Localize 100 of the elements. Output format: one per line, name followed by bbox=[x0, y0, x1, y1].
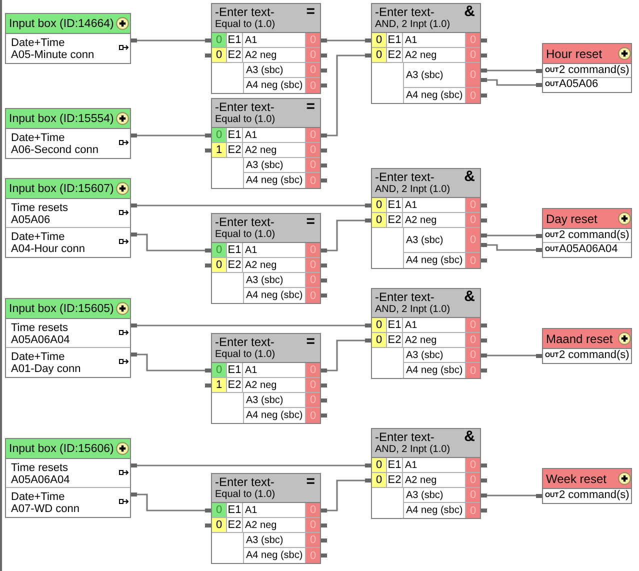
block-title: -Enter text- bbox=[375, 290, 434, 304]
input-block bbox=[5, 108, 131, 159]
output-value: 0 bbox=[466, 63, 480, 87]
output-value: 0 bbox=[306, 518, 320, 532]
output-block bbox=[542, 43, 632, 93]
gate-symbol: & bbox=[464, 169, 475, 185]
pin-row bbox=[212, 503, 320, 518]
output-value: 0 bbox=[306, 173, 320, 188]
block-subtitle: AND, 2 Inpt (1.0) bbox=[375, 184, 450, 196]
function-block bbox=[211, 473, 321, 564]
input-block bbox=[5, 438, 131, 518]
pin-name: Date+Time bbox=[11, 491, 65, 503]
output-value: 0 bbox=[466, 213, 480, 227]
pin-name: Date+Time bbox=[11, 351, 65, 363]
input-pin-label: E2 bbox=[387, 473, 403, 487]
input-value: 0 bbox=[212, 33, 227, 47]
pin-row bbox=[243, 548, 320, 563]
output-value: 0 bbox=[306, 363, 320, 377]
output-value: 0 bbox=[306, 273, 320, 287]
output-value: 0 bbox=[466, 488, 480, 502]
pin-row bbox=[372, 48, 480, 63]
gate-symbol: & bbox=[464, 429, 475, 445]
output-value: 0 bbox=[466, 503, 480, 518]
block-subtitle: AND, 2 Inpt (1.0) bbox=[375, 19, 450, 31]
pin-name: Date+Time bbox=[11, 37, 65, 49]
output-value: 0 bbox=[306, 288, 320, 303]
pin-row bbox=[543, 349, 631, 363]
input-value: 0 bbox=[212, 258, 227, 272]
block-subtitle: Equal to (1.0) bbox=[215, 114, 276, 126]
pin-row bbox=[212, 128, 320, 143]
block-title: Maand reset bbox=[546, 331, 613, 347]
pin-row bbox=[243, 78, 320, 93]
pin-name: Time resets bbox=[11, 322, 68, 334]
gate-symbol: = bbox=[306, 99, 315, 115]
output-block bbox=[542, 208, 632, 258]
pin-description: A05-Minute conn bbox=[11, 49, 94, 61]
input-pin-label: E2 bbox=[227, 143, 243, 157]
pin-row bbox=[243, 173, 320, 188]
gate-symbol: = bbox=[306, 334, 315, 350]
pin-description: A05A06A04 bbox=[11, 334, 70, 346]
input-value: 1 bbox=[212, 143, 227, 157]
gate-symbol: = bbox=[306, 4, 315, 20]
function-block bbox=[371, 288, 481, 379]
block-title: -Enter text- bbox=[375, 5, 434, 19]
pin-description: A05A06 bbox=[11, 214, 50, 226]
gate-symbol: & bbox=[464, 4, 475, 20]
output-value: 0 bbox=[306, 503, 320, 517]
output-value: 0 bbox=[306, 63, 320, 77]
input-pin-label: E2 bbox=[227, 258, 243, 272]
output-value: 0 bbox=[466, 363, 480, 378]
output-value: 0 bbox=[306, 48, 320, 62]
pin-row bbox=[403, 88, 480, 103]
input-pin-label: E2 bbox=[387, 213, 403, 227]
output-value: 0 bbox=[306, 393, 320, 407]
block-title: Input box (ID:14664) bbox=[9, 17, 114, 32]
output-value: 0 bbox=[306, 533, 320, 547]
pin-name: Date+Time bbox=[11, 231, 65, 243]
output-block bbox=[542, 328, 632, 364]
pin-row bbox=[403, 503, 480, 518]
output-value: 0 bbox=[306, 33, 320, 47]
pin-row bbox=[243, 273, 320, 288]
input-pin-label: E2 bbox=[227, 48, 243, 62]
block-title: Input box (ID:15605) bbox=[9, 302, 114, 317]
function-block bbox=[371, 168, 481, 269]
output-value: 0 bbox=[466, 333, 480, 347]
output-value: 0 bbox=[466, 473, 480, 487]
input-value: 0 bbox=[212, 503, 227, 517]
pin-row bbox=[543, 229, 631, 243]
pin-row bbox=[243, 408, 320, 423]
pin-description: A04-Hour conn bbox=[11, 243, 85, 255]
input-value: 0 bbox=[212, 518, 227, 532]
gate-symbol: = bbox=[306, 474, 315, 490]
input-pin-label: E1 bbox=[387, 458, 403, 472]
input-pin-label: E2 bbox=[387, 333, 403, 347]
output-value: 0 bbox=[306, 258, 320, 272]
output-value: 0 bbox=[306, 243, 320, 257]
output-label: 2 command(s) bbox=[559, 349, 630, 362]
block-title: Input box (ID:15607) bbox=[9, 182, 114, 197]
output-value: 0 bbox=[306, 408, 320, 423]
pin-row bbox=[543, 489, 631, 503]
pin-row bbox=[243, 533, 320, 548]
input-value: 0 bbox=[372, 473, 387, 487]
function-block bbox=[211, 3, 321, 94]
function-block bbox=[371, 3, 481, 104]
input-pin-label: E1 bbox=[387, 318, 403, 332]
block-subtitle: AND, 2 Inpt (1.0) bbox=[375, 444, 450, 456]
block-title: -Enter text- bbox=[375, 430, 434, 444]
output-label: A05A06 bbox=[559, 78, 598, 91]
output-value: 0 bbox=[466, 198, 480, 212]
pin-row bbox=[243, 288, 320, 303]
output-block bbox=[542, 468, 632, 504]
pin-row bbox=[372, 198, 480, 213]
output-value: 0 bbox=[306, 78, 320, 93]
input-pin-label: E2 bbox=[387, 48, 403, 62]
pin-row bbox=[372, 333, 480, 348]
block-title: Hour reset bbox=[546, 46, 602, 62]
input-pin-label: E1 bbox=[387, 198, 403, 212]
input-pin-label: E1 bbox=[227, 128, 243, 142]
gate-symbol: = bbox=[306, 214, 315, 230]
block-subtitle: Equal to (1.0) bbox=[215, 349, 276, 361]
